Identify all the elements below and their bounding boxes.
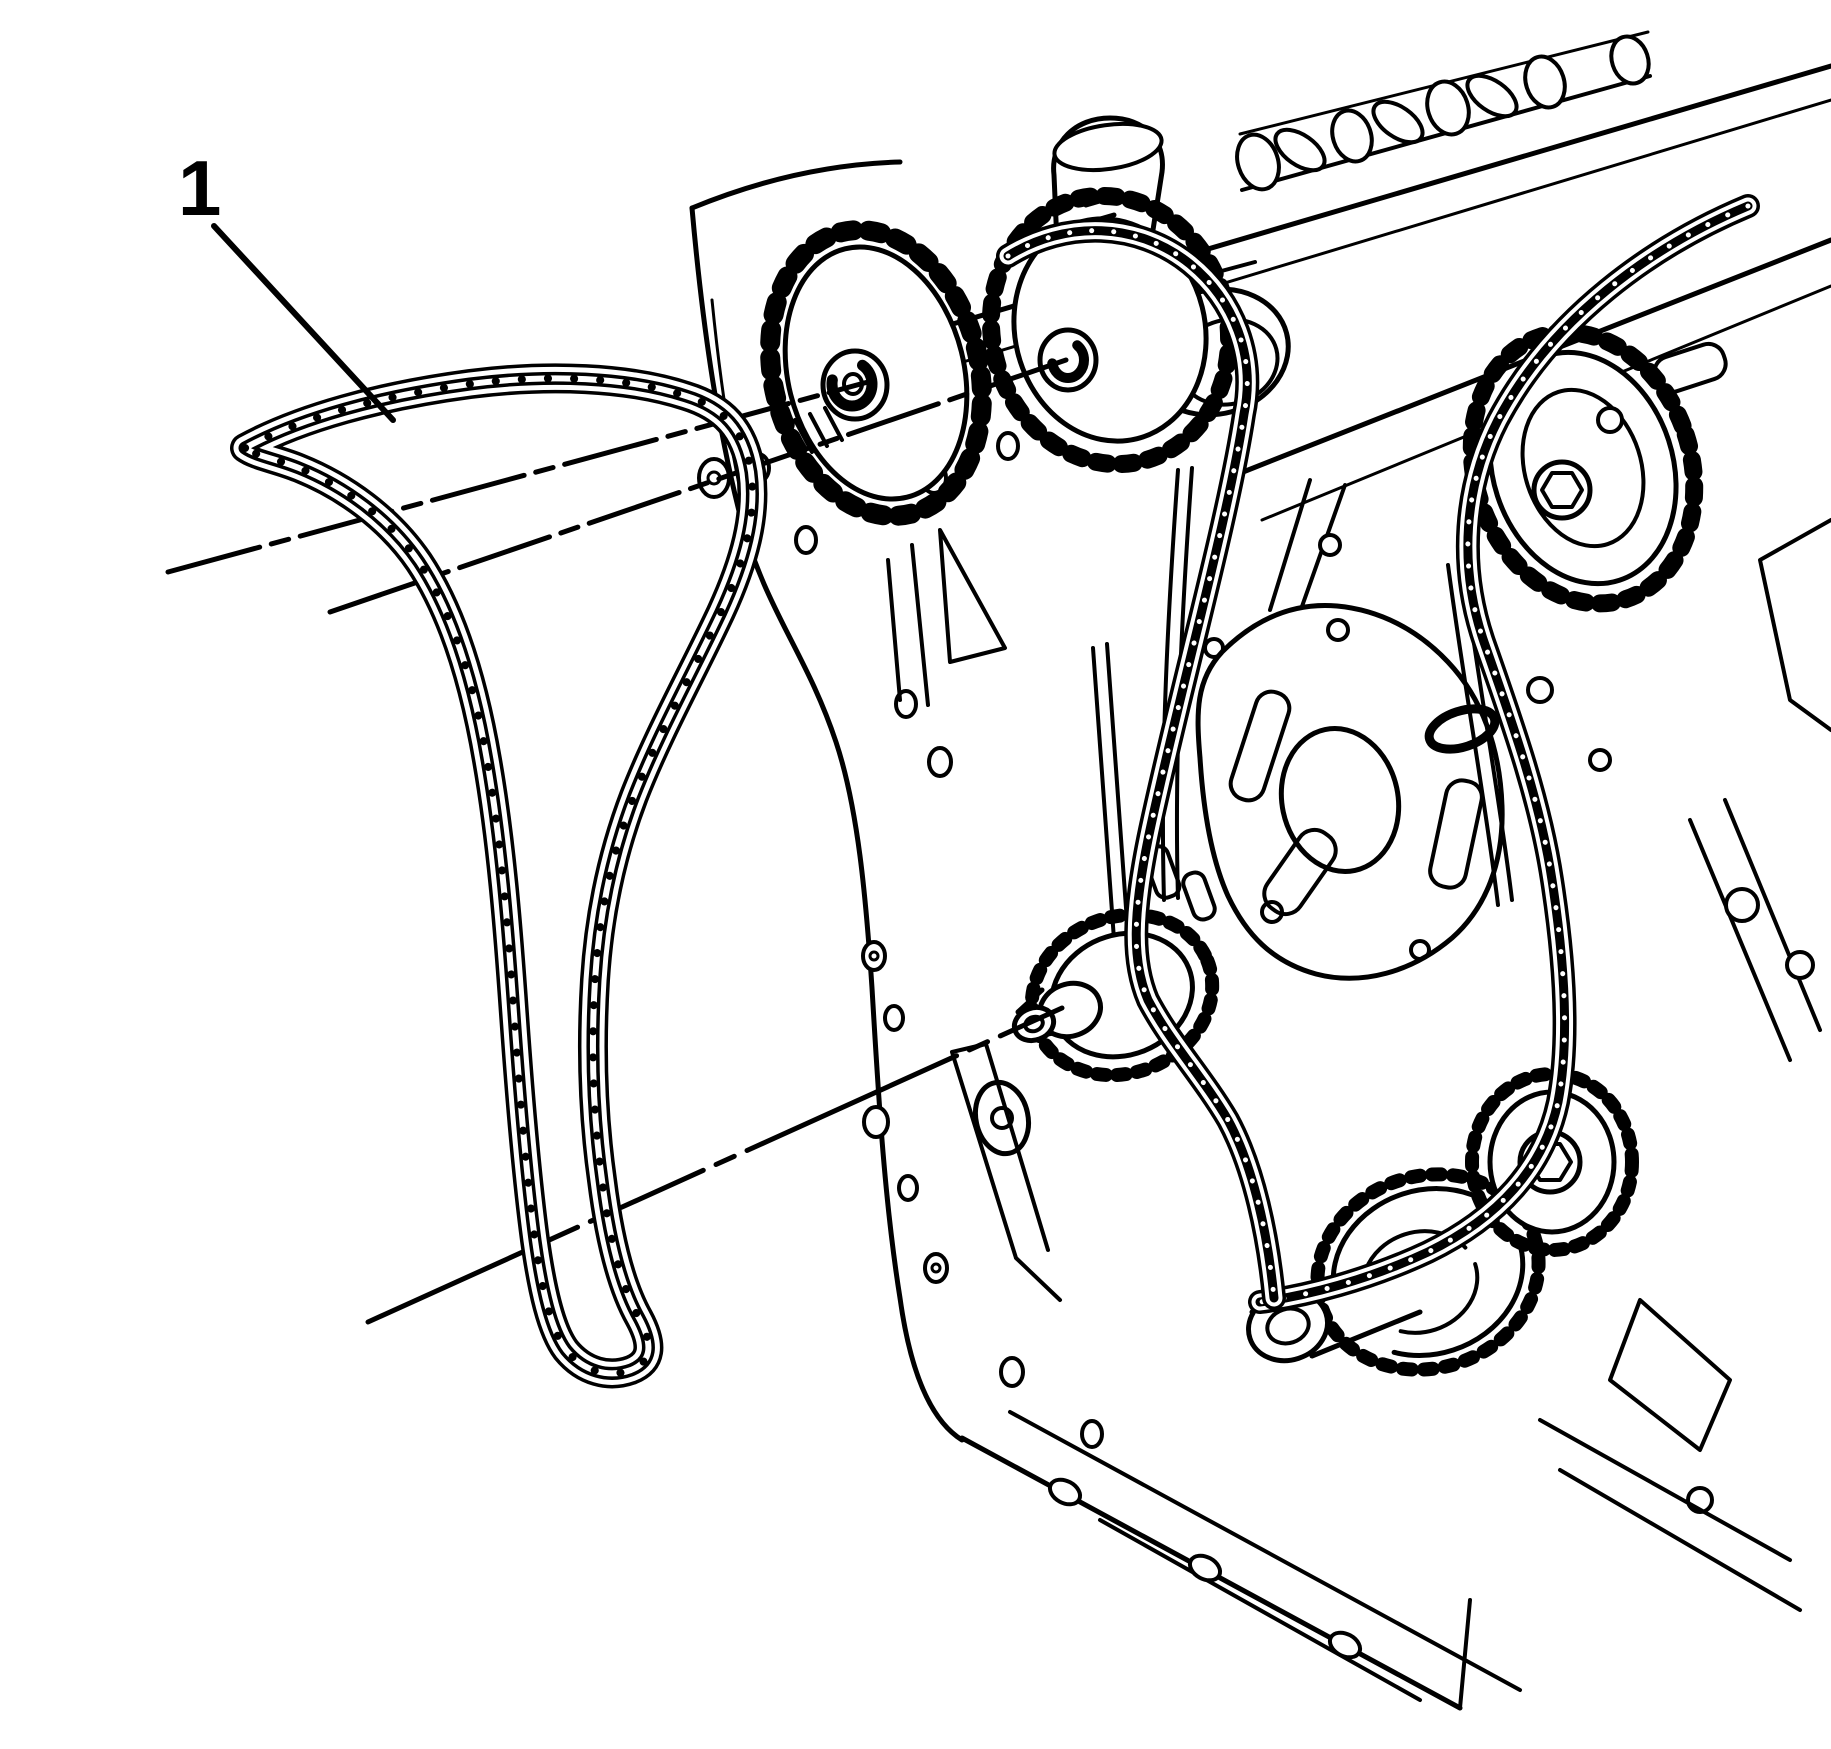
oil-pump-plate <box>1195 602 1505 981</box>
centerlines <box>165 357 1069 1325</box>
camshaft <box>1235 30 1652 192</box>
engine-chain-run-outer <box>1248 194 1760 1314</box>
callout-1-leader <box>211 223 396 423</box>
right-cam-sprocket <box>1462 323 1704 613</box>
centerline-front-sprocket <box>165 379 871 575</box>
engine-block-face <box>689 159 1831 1711</box>
centerline-intermediate-sprocket <box>365 1005 1065 1325</box>
chain-rollers <box>241 374 757 1378</box>
plate-outline <box>1195 602 1505 981</box>
pan-rail-end <box>1458 1598 1472 1710</box>
pan-rail-inner <box>1008 1410 1522 1692</box>
engine-chain-run-inner <box>996 218 1286 1310</box>
face-bracket <box>938 528 1007 664</box>
right-side-details <box>1526 518 1831 1612</box>
gasket-oval <box>1424 704 1500 754</box>
head-boss-top-face <box>1052 121 1164 173</box>
right-sprocket-bolt-hex <box>1540 471 1584 509</box>
right-bank-timing-drive <box>981 186 1760 1377</box>
centerline-rear-sprocket <box>327 357 1069 615</box>
timing-chain <box>230 363 768 1389</box>
lower-a-frame <box>950 1042 1062 1302</box>
callout-1: 1 <box>178 144 396 423</box>
face-ribs <box>886 543 930 707</box>
face-top-edge <box>689 159 903 211</box>
pan-rail-lower <box>1098 1518 1422 1702</box>
camshaft-sprocket-front <box>760 220 992 526</box>
callout-1-label: 1 <box>178 144 221 232</box>
plate-center-hole <box>1278 726 1402 874</box>
front-sprocket-teeth <box>760 220 992 526</box>
face-left-edge <box>689 205 965 1443</box>
